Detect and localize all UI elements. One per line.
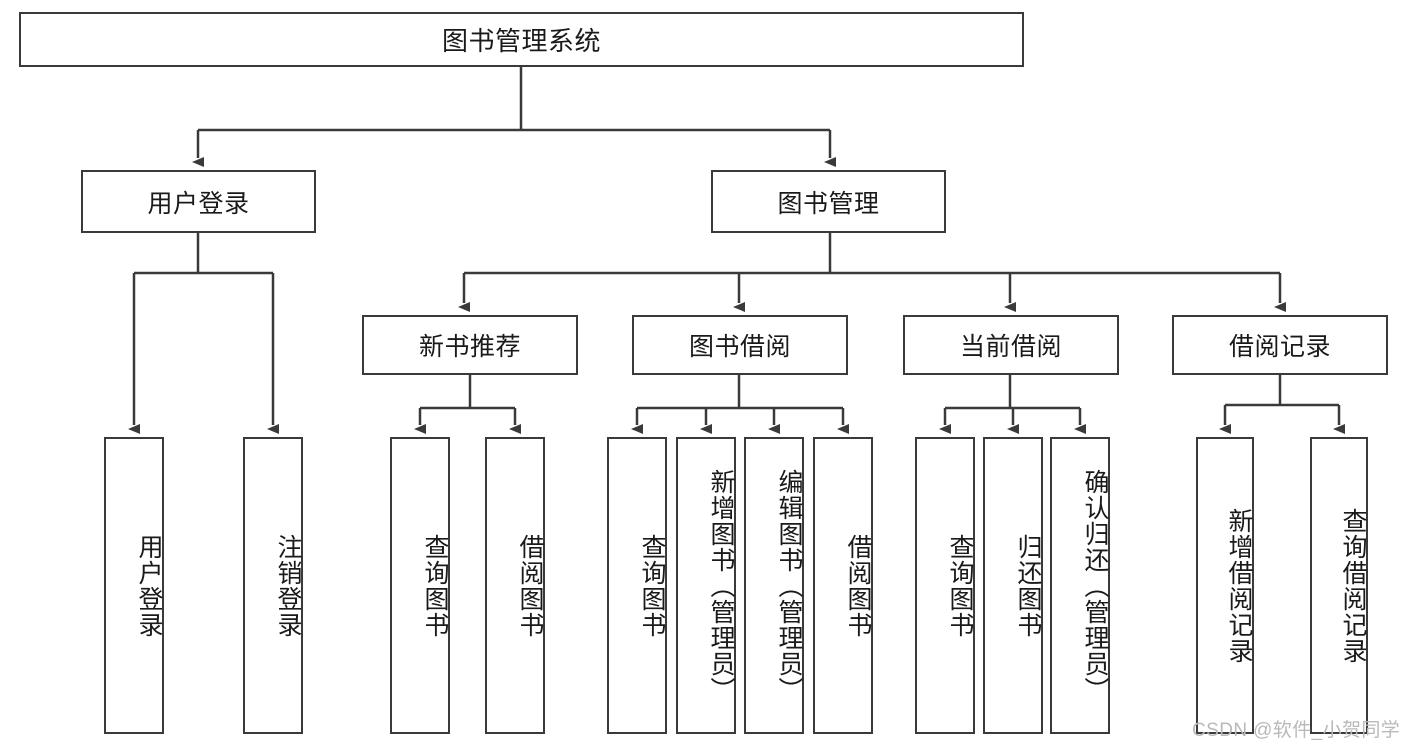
node-book-borrow[interactable]: 图书借阅 xyxy=(632,315,848,375)
node-leaf-borrow-book-2[interactable]: 借阅图书 xyxy=(813,437,873,734)
node-leaf-add-borrow-record[interactable]: 新增借阅记录 xyxy=(1196,437,1254,734)
node-user-login[interactable]: 用户登录 xyxy=(81,170,316,233)
node-leaf-add-book[interactable]: 新增图书（管理员） xyxy=(676,437,736,734)
node-book-manage[interactable]: 图书管理 xyxy=(711,170,946,233)
node-current-borrow[interactable]: 当前借阅 xyxy=(903,315,1119,375)
node-leaf-user-login[interactable]: 用户登录 xyxy=(104,437,164,734)
node-borrow-record[interactable]: 借阅记录 xyxy=(1172,315,1388,375)
node-leaf-borrow-book-1[interactable]: 借阅图书 xyxy=(485,437,545,734)
node-leaf-query-book-2[interactable]: 查询图书 xyxy=(607,437,667,734)
node-leaf-edit-book[interactable]: 编辑图书（管理员） xyxy=(744,437,804,734)
node-leaf-return-book[interactable]: 归还图书 xyxy=(983,437,1043,734)
node-leaf-query-book-1[interactable]: 查询图书 xyxy=(390,437,450,734)
node-root-system[interactable]: 图书管理系统 xyxy=(19,12,1024,67)
node-leaf-confirm-return[interactable]: 确认归还（管理员） xyxy=(1050,437,1110,734)
node-new-book-recommend[interactable]: 新书推荐 xyxy=(362,315,578,375)
node-leaf-query-borrow-record[interactable]: 查询借阅记录 xyxy=(1310,437,1368,734)
node-leaf-query-book-3[interactable]: 查询图书 xyxy=(915,437,975,734)
node-leaf-logout-login[interactable]: 注销登录 xyxy=(243,437,303,734)
